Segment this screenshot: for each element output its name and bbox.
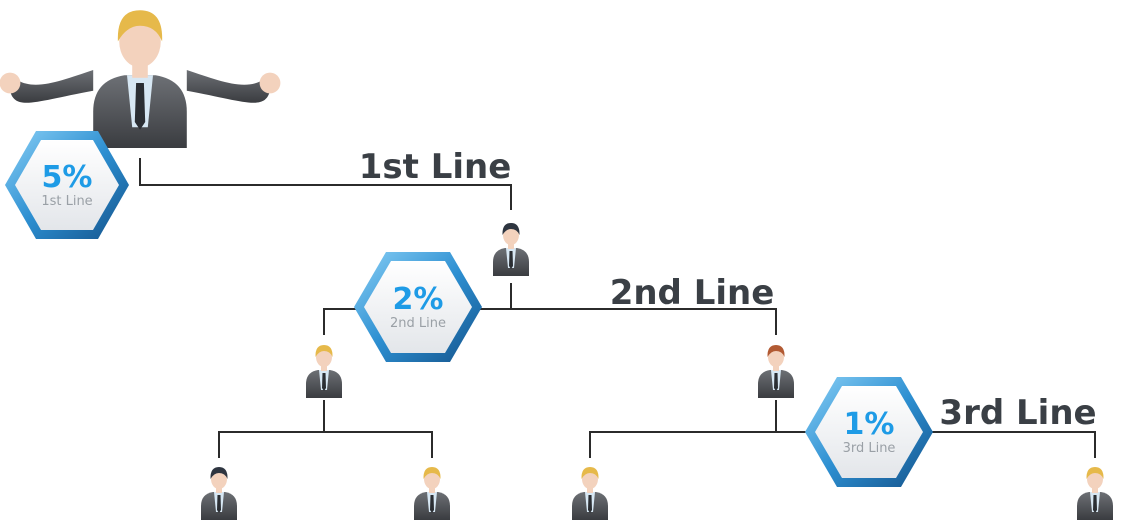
tier-2-title: 2nd Line bbox=[610, 273, 775, 313]
tier-1-title: 1st Line bbox=[359, 147, 512, 187]
badge-tier-1: 5% 1st Line bbox=[5, 131, 129, 239]
connector-leader-to-level1 bbox=[139, 158, 512, 210]
connector-level2-left-children bbox=[218, 400, 433, 458]
tier-3-title: 3rd Line bbox=[939, 393, 1096, 433]
badge-tier-2-percent: 2% bbox=[393, 282, 444, 317]
badge-tier-1-percent: 5% bbox=[42, 160, 93, 195]
person-level3-d bbox=[1077, 467, 1113, 520]
person-level3-b bbox=[414, 467, 450, 520]
person-top-leader bbox=[0, 10, 281, 148]
badge-tier-1-label: 1st Line bbox=[41, 194, 92, 209]
badge-tier-3-percent: 1% bbox=[844, 407, 895, 442]
person-level3-a bbox=[201, 467, 237, 520]
person-level2-right bbox=[758, 345, 794, 398]
badge-tier-2-label: 2nd Line bbox=[390, 316, 446, 331]
badge-tier-3: 1% 3rd Line bbox=[805, 377, 933, 487]
badge-tier-2: 2% 2nd Line bbox=[354, 252, 482, 362]
person-level1 bbox=[493, 223, 529, 276]
badge-tier-3-label: 3rd Line bbox=[843, 441, 896, 456]
person-level2-left bbox=[306, 345, 342, 398]
person-level3-c bbox=[572, 467, 608, 520]
